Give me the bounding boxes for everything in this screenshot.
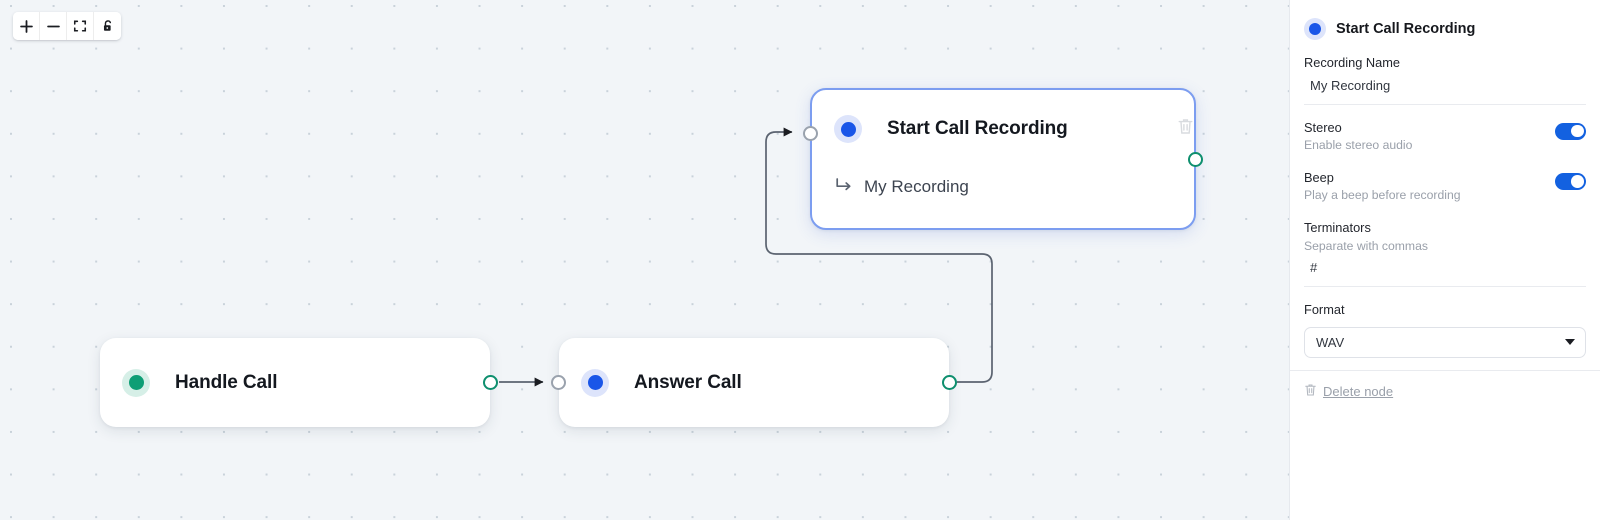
node-accent-icon <box>122 368 150 397</box>
panel-title: Start Call Recording <box>1336 21 1476 37</box>
delete-node-label: Delete node <box>1323 384 1394 399</box>
delete-node-button[interactable]: Delete node <box>1304 383 1393 400</box>
beep-description: Play a beep before recording <box>1304 188 1461 203</box>
recording-name-input[interactable]: My Recording <box>1310 77 1391 93</box>
panel-header: Start Call Recording <box>1290 0 1600 40</box>
node-title: Answer Call <box>634 371 742 393</box>
node-input-handle[interactable] <box>803 126 818 141</box>
divider <box>1304 286 1586 288</box>
panel-body: Recording Name My Recording Stereo Enabl… <box>1290 40 1600 358</box>
format-selected-value: WAV <box>1316 334 1345 350</box>
beep-label: Beep <box>1304 169 1334 185</box>
node-properties-panel: Start Call Recording Recording Name My R… <box>1290 0 1600 520</box>
node-delete-icon[interactable] <box>1177 118 1194 141</box>
terminators-description: Separate with commas <box>1304 238 1428 253</box>
node-output-handle[interactable] <box>483 375 498 390</box>
arrow-branch-icon <box>834 176 854 199</box>
edge-layer <box>499 127 993 387</box>
flow-canvas[interactable]: Handle Call Answer Call Start Call Recor… <box>0 0 1290 520</box>
divider <box>1304 103 1586 105</box>
node-accent-icon <box>581 368 609 397</box>
zoom-out-button[interactable] <box>40 12 67 40</box>
node-title: Handle Call <box>175 371 278 393</box>
panel-accent-icon <box>1304 18 1326 40</box>
terminators-label: Terminators <box>1304 220 1371 236</box>
beep-toggle[interactable] <box>1555 172 1586 190</box>
node-title: Start Call Recording <box>887 118 1068 139</box>
node-answer-call[interactable]: Answer Call <box>551 338 957 427</box>
terminators-input[interactable]: # <box>1310 260 1318 276</box>
format-label: Format <box>1304 302 1345 318</box>
lock-toggle-button[interactable] <box>94 12 121 40</box>
fit-view-button[interactable] <box>67 12 94 40</box>
chevron-down-icon <box>1565 339 1575 346</box>
format-select[interactable]: WAV <box>1304 326 1586 358</box>
zoom-in-button[interactable] <box>13 12 40 40</box>
unlock-icon <box>101 19 115 33</box>
minus-icon <box>46 19 61 34</box>
field-stereo: Stereo Enable stereo audio <box>1304 105 1586 155</box>
panel-footer: Delete node <box>1290 370 1600 402</box>
node-subtitle-row: My Recording <box>812 160 1194 214</box>
field-terminators: Terminators Separate with commas # <box>1304 205 1586 288</box>
node-start-call-recording[interactable]: Start Call Recording My Recording <box>803 88 1203 230</box>
stereo-label: Stereo <box>1304 119 1342 135</box>
stereo-toggle[interactable] <box>1555 122 1586 140</box>
node-handle-call[interactable]: Handle Call <box>100 338 498 427</box>
node-input-handle[interactable] <box>551 375 566 390</box>
trash-icon <box>1304 383 1317 400</box>
node-accent-icon <box>834 115 862 143</box>
node-subtitle: My Recording <box>864 177 969 196</box>
node-output-handle[interactable] <box>942 375 957 390</box>
node-output-handle[interactable] <box>1188 152 1203 167</box>
plus-icon <box>19 19 34 34</box>
field-recording-name: Recording Name My Recording <box>1304 40 1586 105</box>
fit-view-icon <box>73 19 87 33</box>
canvas-toolbar <box>13 12 121 40</box>
field-beep: Beep Play a beep before recording <box>1304 155 1586 205</box>
stereo-description: Enable stereo audio <box>1304 138 1413 153</box>
recording-name-label: Recording Name <box>1304 55 1401 70</box>
field-format: Format WAV <box>1304 287 1586 358</box>
